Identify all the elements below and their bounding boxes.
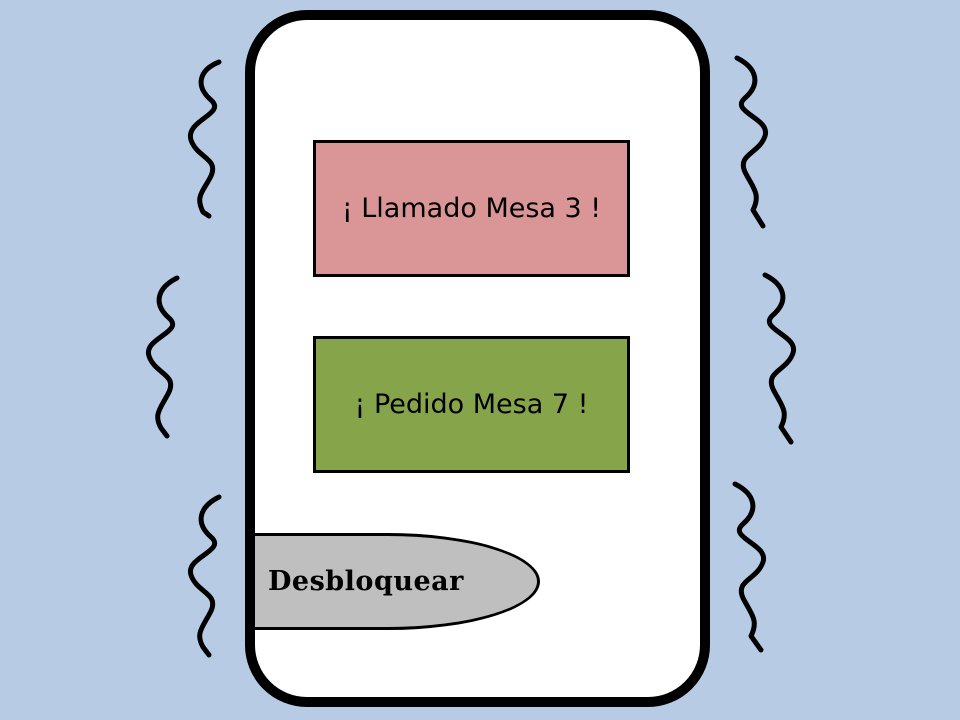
notification-order-text: ¡ Pedido Mesa 7 !: [354, 389, 589, 420]
vibration-squiggle-icon: [732, 481, 766, 653]
notification-call-text: ¡ Llamado Mesa 3 !: [341, 193, 602, 224]
vibration-squiggle-icon: [762, 272, 796, 445]
vibration-squiggle-icon: [146, 275, 180, 439]
vibration-squiggle-icon: [734, 55, 768, 229]
unlock-slider-button[interactable]: Desbloquear: [255, 533, 540, 630]
phone-screen: ¡ Llamado Mesa 3 ! ¡ Pedido Mesa 7 ! Des…: [245, 10, 710, 707]
vibration-squiggle-icon: [188, 494, 222, 658]
notification-order-table[interactable]: ¡ Pedido Mesa 7 !: [313, 336, 630, 473]
notification-call-table[interactable]: ¡ Llamado Mesa 3 !: [313, 140, 630, 277]
unlock-label: Desbloquear: [268, 566, 464, 597]
vibration-squiggle-icon: [188, 59, 222, 219]
